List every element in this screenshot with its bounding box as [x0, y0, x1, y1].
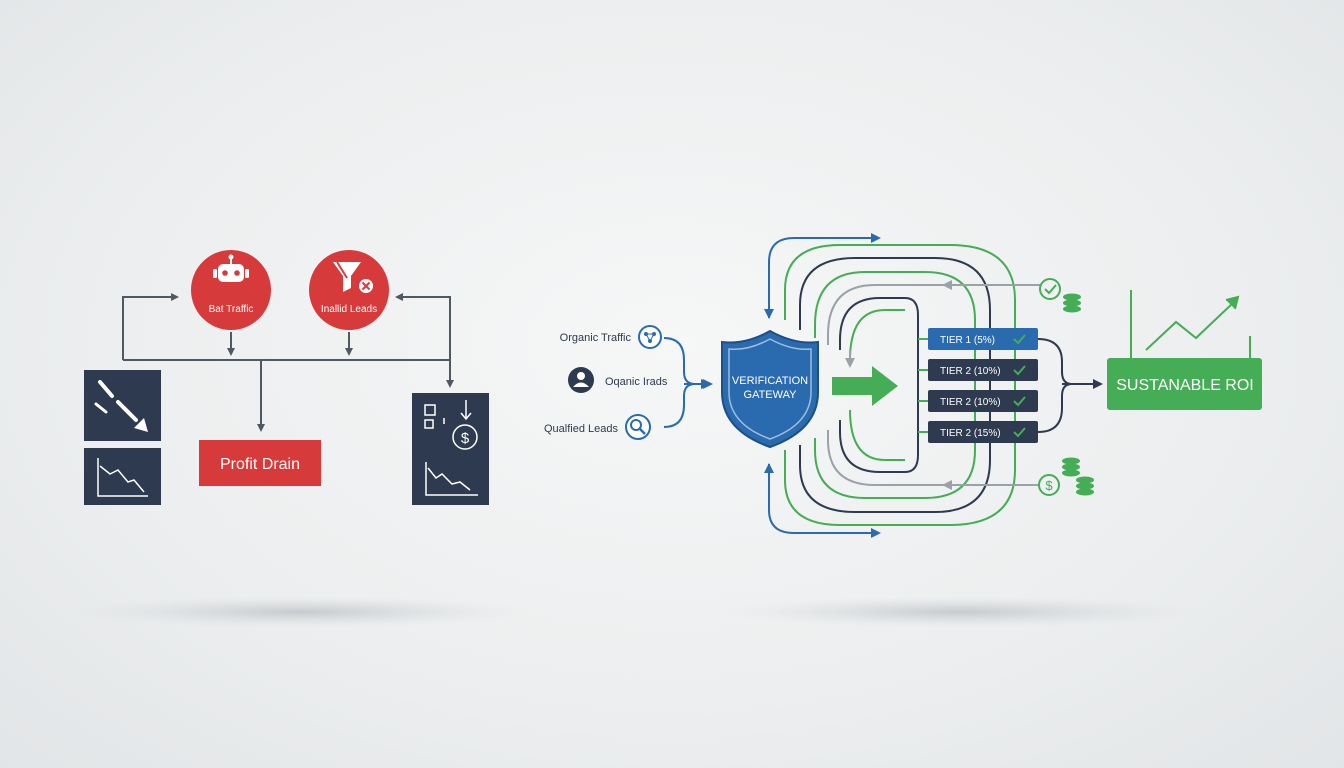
tier-label: TIER 2 (10%)	[940, 397, 1001, 408]
check-icon	[1013, 427, 1026, 438]
dollar-coin-icon	[452, 424, 478, 450]
check-circle-icon	[1039, 278, 1061, 300]
funnel-x-icon	[333, 261, 373, 293]
tier-row: TIER 2 (10%)	[928, 390, 1038, 412]
qualified-leads-label: Qualfied Leads	[544, 423, 618, 435]
bot-traffic-label: Bat Traffic	[209, 304, 254, 315]
tier-row: TIER 2 (10%)	[928, 359, 1038, 381]
coin-stack-icon	[1063, 293, 1081, 313]
search-icon	[625, 414, 651, 440]
input-merge-lines	[663, 337, 713, 428]
robot-icon	[213, 254, 249, 282]
declining-chart-box-small	[84, 448, 161, 505]
check-icon	[1013, 365, 1026, 376]
growth-chart-icon	[1130, 290, 1251, 358]
shield-icon	[721, 329, 819, 449]
floor-shadow-right	[720, 596, 1200, 628]
gateway-line-2: GATEWAY	[744, 389, 798, 401]
forward-arrow-icon	[832, 366, 898, 406]
coin-stack-icon	[1062, 457, 1094, 496]
invalid-leads-label: Inallid Leads	[321, 304, 377, 315]
dollar-coin-icon: $	[1038, 474, 1060, 496]
tier-row: TIER 1 (5%)	[928, 328, 1038, 350]
verification-gateway: VERIFICATION GATEWAY	[721, 329, 819, 449]
tier-label: TIER 2 (10%)	[940, 366, 1001, 377]
sustainable-roi-badge: SUSTANABLE ROI	[1107, 358, 1262, 410]
check-icon	[1013, 334, 1026, 345]
dollar-sign: $	[1045, 478, 1053, 493]
tier-merge-lines	[1037, 338, 1103, 433]
profit-drain-badge: Profit Drain	[199, 440, 321, 486]
organic-traffic-label: Organic Traffic	[560, 332, 632, 344]
tier-row: TIER 2 (15%)	[928, 421, 1038, 443]
square-icon	[424, 404, 436, 416]
check-icon	[1013, 396, 1026, 407]
bot-traffic-node: Bat Traffic	[191, 250, 271, 330]
tier-bracket	[918, 338, 928, 433]
square-icon	[424, 419, 434, 429]
user-icon	[568, 367, 594, 393]
gateway-line-1: VERIFICATION	[732, 375, 808, 387]
dollar-sign: $	[461, 430, 470, 447]
roi-label: SUSTANABLE ROI	[1116, 377, 1254, 394]
profit-drain-label: Profit Drain	[220, 456, 300, 473]
tier-list: TIER 1 (5%) TIER 2 (10%) TIER 2 (10%) TI…	[928, 328, 1038, 443]
broken-chain-box	[84, 370, 161, 441]
tier-label: TIER 1 (5%)	[940, 335, 995, 346]
tier-label: TIER 2 (15%)	[940, 428, 1001, 439]
organic-leads-label: Oqanic Irads	[605, 376, 668, 388]
profit-drain-section	[122, 293, 454, 432]
line-chart-down-icon	[425, 462, 478, 496]
broken-chain-down-icon	[94, 380, 148, 432]
money-loss-box: $	[412, 393, 489, 505]
floor-shadow-left	[70, 596, 530, 628]
network-icon	[638, 325, 662, 349]
gateway-loops	[764, 233, 1040, 538]
invalid-leads-node: Inallid Leads	[309, 250, 389, 330]
line-chart-down-icon	[97, 458, 148, 497]
